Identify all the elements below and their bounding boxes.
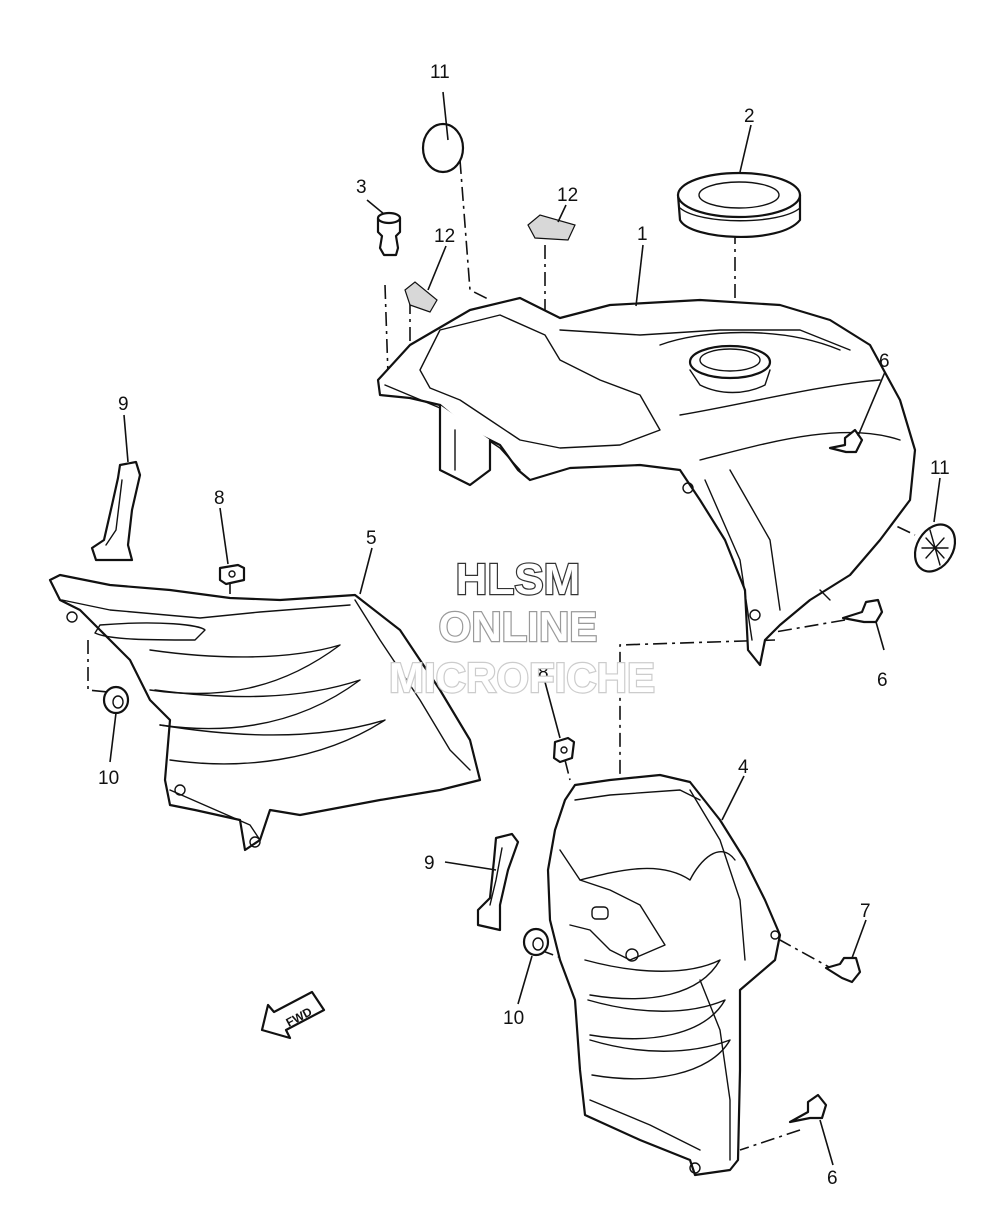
part-grommet-3[interactable] <box>376 211 402 257</box>
callout-1: 1 <box>637 224 648 245</box>
callout-6-tank: 6 <box>879 351 890 372</box>
part-handle-9b[interactable] <box>476 832 520 932</box>
callout-8-right: 8 <box>538 663 549 684</box>
fwd-arrow-icon: FWD <box>260 990 326 1040</box>
leader-lines <box>109 91 941 1166</box>
watermark: HLSM ONLINE MICROFICHE <box>388 554 656 702</box>
callout-10-left: 10 <box>98 768 119 789</box>
part-fuel-tank[interactable] <box>376 296 917 667</box>
callout-3: 3 <box>356 177 367 198</box>
callout-8-left: 8 <box>214 488 225 509</box>
part-grommet-10b[interactable] <box>522 927 550 957</box>
callout-6-middle: 6 <box>877 670 888 691</box>
part-pad-12b[interactable] <box>527 214 576 241</box>
callout-9-left: 9 <box>118 394 129 415</box>
part-emblem-11a[interactable] <box>421 122 465 174</box>
callout-2: 2 <box>744 106 755 127</box>
part-cap-ring[interactable] <box>676 171 802 239</box>
callout-11-side: 11 <box>930 458 950 479</box>
callout-labels: 11 2 3 12 12 1 6 11 6 9 8 5 10 8 4 9 10 … <box>98 62 950 1189</box>
callout-5: 5 <box>366 528 377 549</box>
callout-10-right: 10 <box>503 1008 524 1029</box>
part-clip-8b[interactable] <box>552 736 576 764</box>
callout-11-top: 11 <box>430 62 450 83</box>
part-emblem-11b[interactable] <box>907 517 963 578</box>
part-handle-9a[interactable] <box>90 460 142 562</box>
part-grommet-10a[interactable] <box>102 685 130 715</box>
part-pad-12a[interactable] <box>404 281 438 313</box>
watermark-line-2: ONLINE <box>439 603 598 650</box>
part-bolt-6c[interactable] <box>788 1093 828 1124</box>
part-bolt-6b[interactable] <box>841 598 884 624</box>
callout-4: 4 <box>738 757 749 778</box>
part-clip-8a[interactable] <box>218 563 246 586</box>
watermark-line-3: MICROFICHE <box>389 654 655 701</box>
part-side-cover-left[interactable] <box>48 573 482 852</box>
callout-12-right: 12 <box>557 185 578 206</box>
callout-12-left: 12 <box>434 226 455 247</box>
part-side-cover-right[interactable] <box>546 773 782 1177</box>
callout-9-right: 9 <box>424 853 435 874</box>
part-screw-7[interactable] <box>824 956 862 984</box>
callout-6-bottom: 6 <box>827 1168 838 1189</box>
callout-7: 7 <box>860 901 871 922</box>
watermark-line-1: HLSM <box>456 555 581 604</box>
